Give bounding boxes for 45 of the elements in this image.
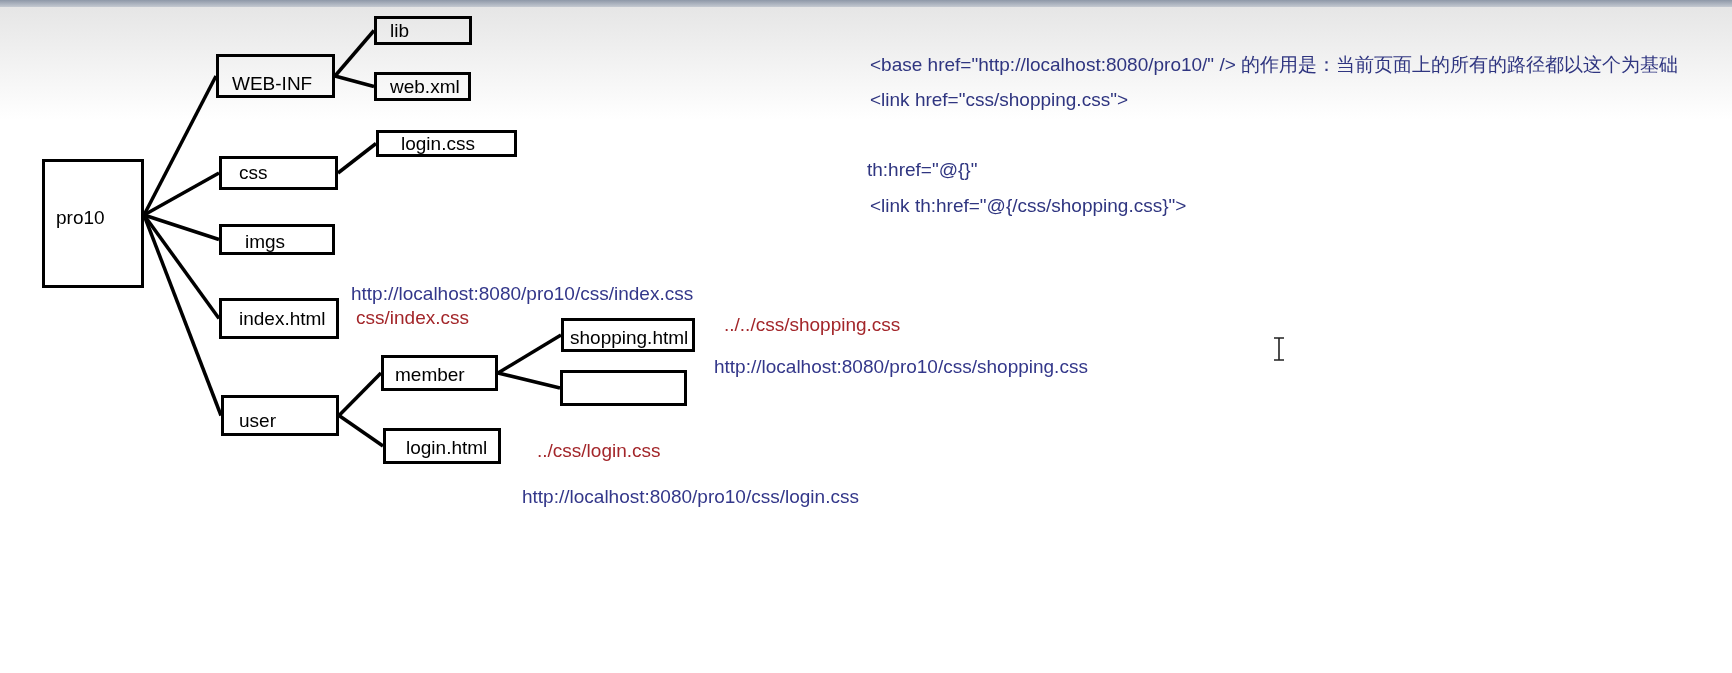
path-annotation: css/index.css	[356, 307, 469, 329]
node-label: member	[395, 365, 466, 385]
node-box	[376, 130, 517, 157]
connector-line	[336, 142, 378, 175]
node-box	[219, 298, 339, 339]
connector-line	[142, 75, 218, 216]
connector-line	[143, 171, 220, 217]
code-note: <link th:href="@{/css/shopping.css}">	[870, 195, 1187, 217]
node-label: css	[239, 163, 269, 183]
node-label: imgs	[245, 231, 287, 252]
connector-line	[143, 213, 220, 242]
node-label: WEB-INF	[232, 74, 314, 94]
node-box	[216, 54, 335, 98]
node-box	[381, 355, 498, 391]
connector-line	[337, 371, 383, 417]
node-label: pro10	[56, 207, 106, 228]
node-box	[219, 156, 338, 190]
node-box	[42, 159, 144, 288]
node-label: user	[239, 410, 277, 431]
node-label: lib	[390, 20, 410, 41]
node-label: shopping.html	[570, 328, 690, 348]
code-note: <link href="css/shopping.css">	[870, 89, 1128, 111]
connector-line	[497, 333, 562, 375]
node-label: web.xml	[390, 76, 461, 97]
connector-line	[497, 371, 561, 390]
path-annotation: http://localhost:8080/pro10/css/index.css	[351, 283, 694, 305]
node-box	[374, 72, 471, 101]
node-box	[219, 224, 335, 255]
code-note: <base href="http://localhost:8080/pro10/" /> 的作用是：当前页面上的所有的路径都以这个为基础	[870, 54, 1679, 76]
path-annotation: http://localhost:8080/pro10/css/login.css	[522, 486, 859, 508]
node-label: index.html	[239, 308, 327, 329]
node-box	[221, 395, 339, 436]
path-annotation: ../../css/shopping.css	[724, 314, 901, 336]
node-label: login.html	[406, 438, 489, 458]
node-box	[561, 318, 695, 352]
path-annotation: ../css/login.css	[537, 440, 661, 462]
node-box	[560, 370, 687, 406]
connector-line	[338, 414, 384, 448]
node-box	[374, 16, 472, 45]
connector-line	[334, 74, 375, 89]
node-box	[383, 428, 501, 464]
node-label: login.css	[401, 133, 476, 154]
code-note: th:href="@{}"	[867, 159, 978, 181]
connector-line	[333, 29, 376, 78]
path-annotation: http://localhost:8080/pro10/css/shopping.css	[714, 356, 1088, 378]
